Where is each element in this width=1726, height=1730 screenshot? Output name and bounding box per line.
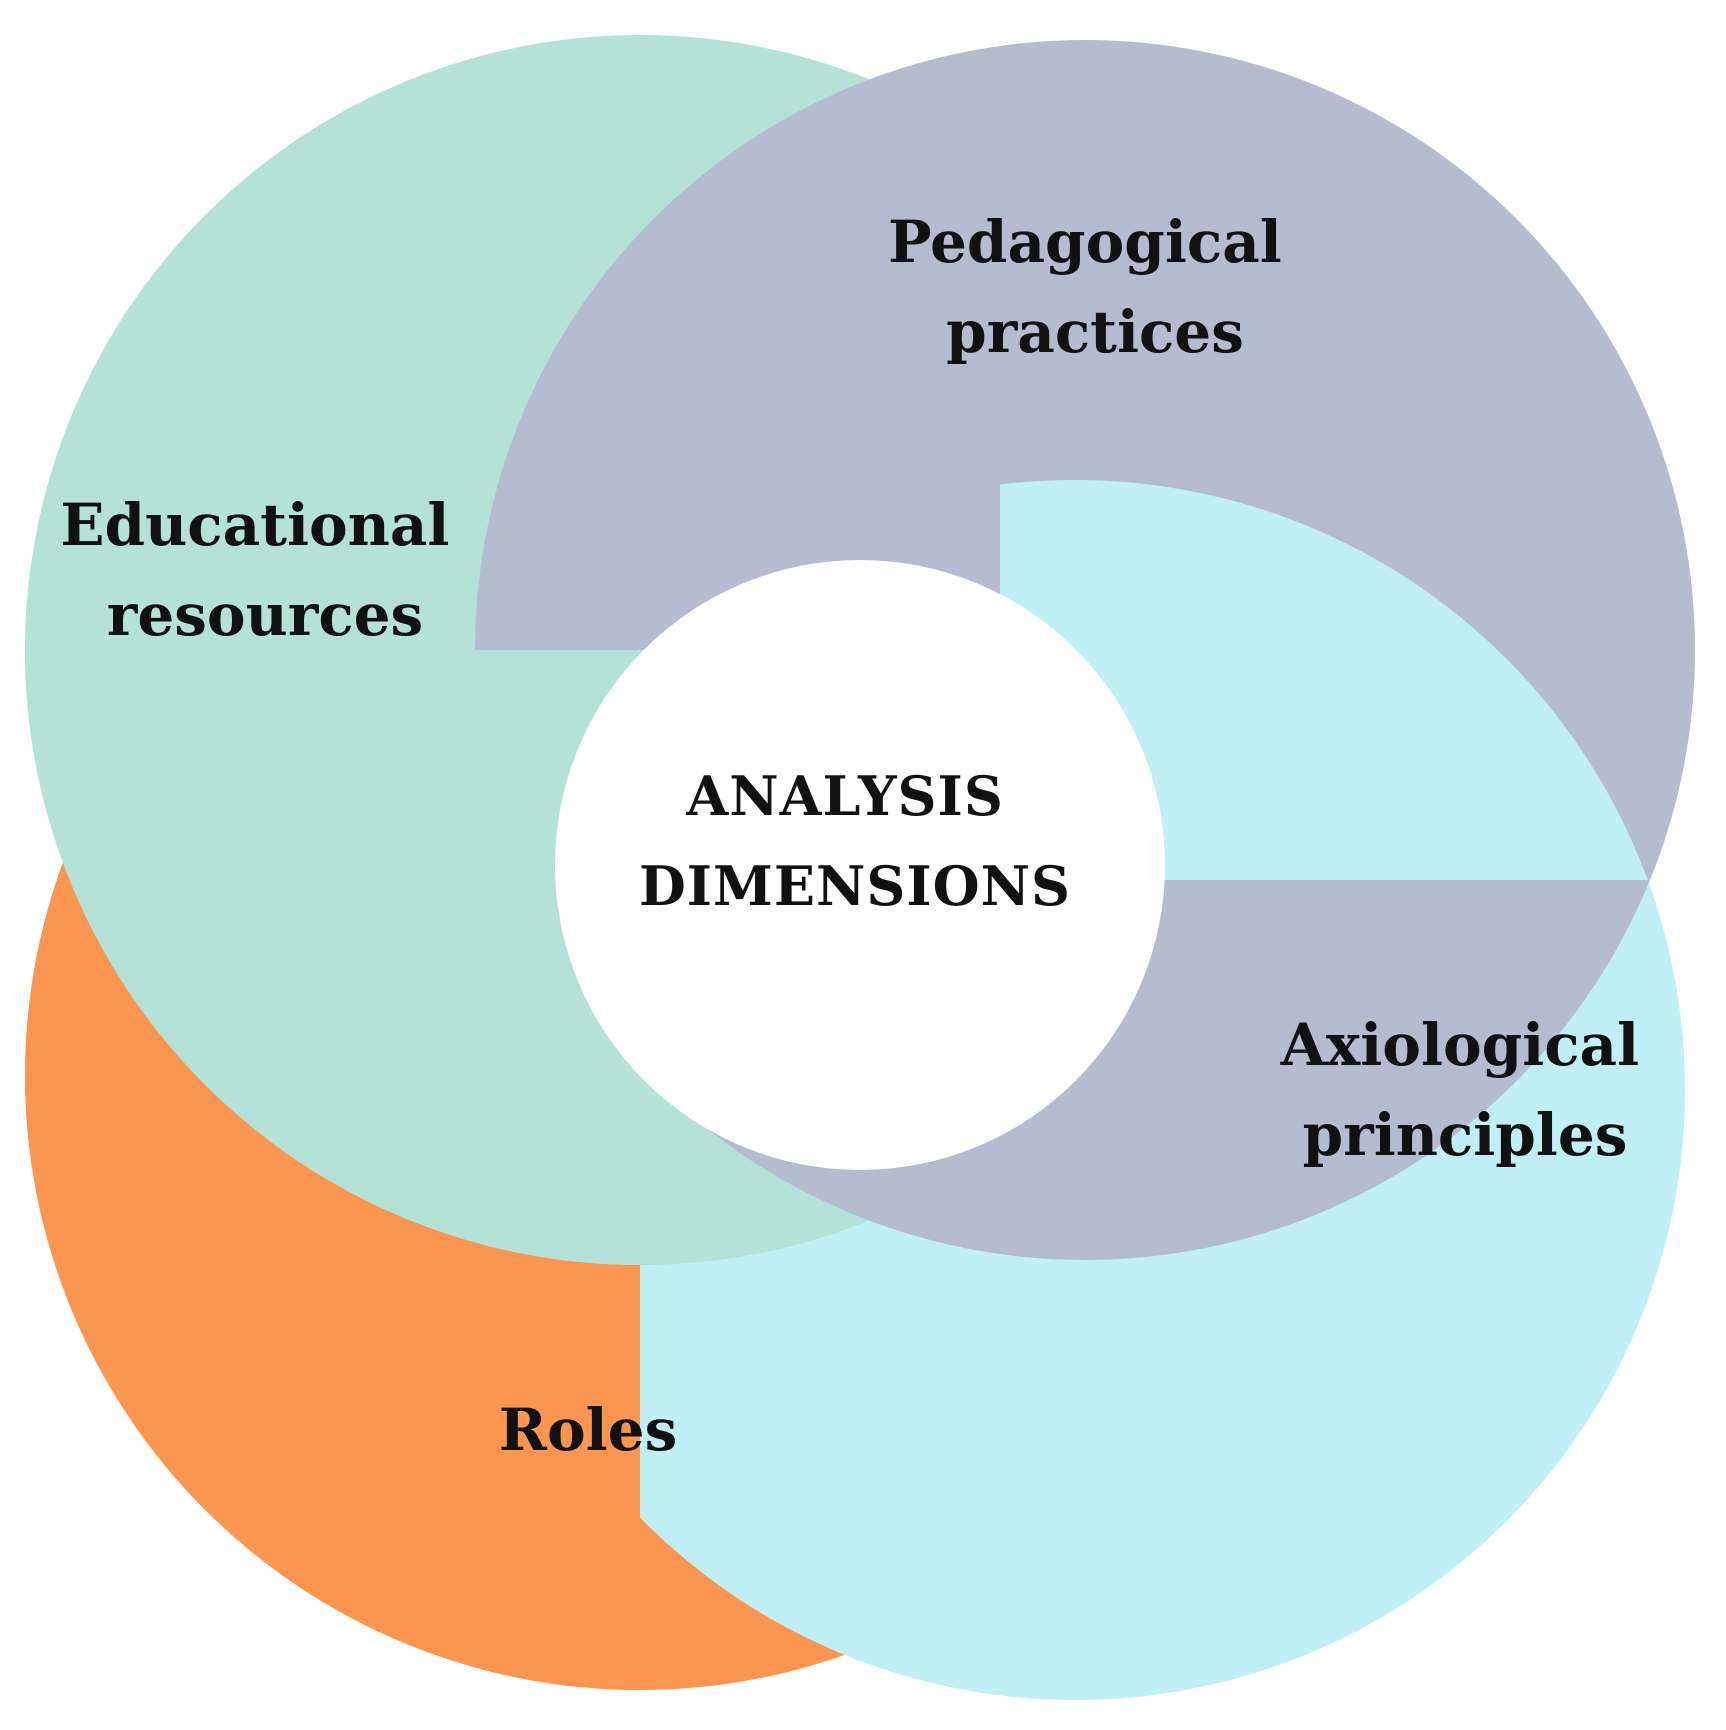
axiological-principles-label-line-1: Axiological bbox=[1280, 1011, 1640, 1079]
educational-resources-label-line-2: resources bbox=[107, 581, 423, 649]
center-label: ANALYSIS DIMENSIONS bbox=[639, 764, 1071, 918]
educational-resources-label-line-1: Educational bbox=[60, 491, 449, 559]
roles-label-line-1: Roles bbox=[499, 1396, 677, 1464]
pedagogical-practices-label: Pedagogical practices bbox=[888, 208, 1302, 366]
educational-resources-label: Educational resources bbox=[60, 491, 469, 649]
center-circle bbox=[555, 560, 1165, 1170]
pedagogical-practices-label-line-1: Pedagogical bbox=[888, 208, 1282, 276]
axiological-principles-label-line-2: principles bbox=[1303, 1101, 1628, 1169]
axiological-principles-label: Axiological principles bbox=[1280, 1011, 1660, 1169]
axiological-principles-overlap-shape bbox=[1000, 480, 1648, 880]
center-label-line-1: ANALYSIS bbox=[685, 764, 1003, 828]
roles-label: Roles bbox=[499, 1396, 677, 1464]
pedagogical-practices-label-line-2: practices bbox=[946, 298, 1244, 366]
center-label-line-2: DIMENSIONS bbox=[639, 854, 1071, 918]
educational-resources-overlap-shape bbox=[25, 650, 700, 1265]
